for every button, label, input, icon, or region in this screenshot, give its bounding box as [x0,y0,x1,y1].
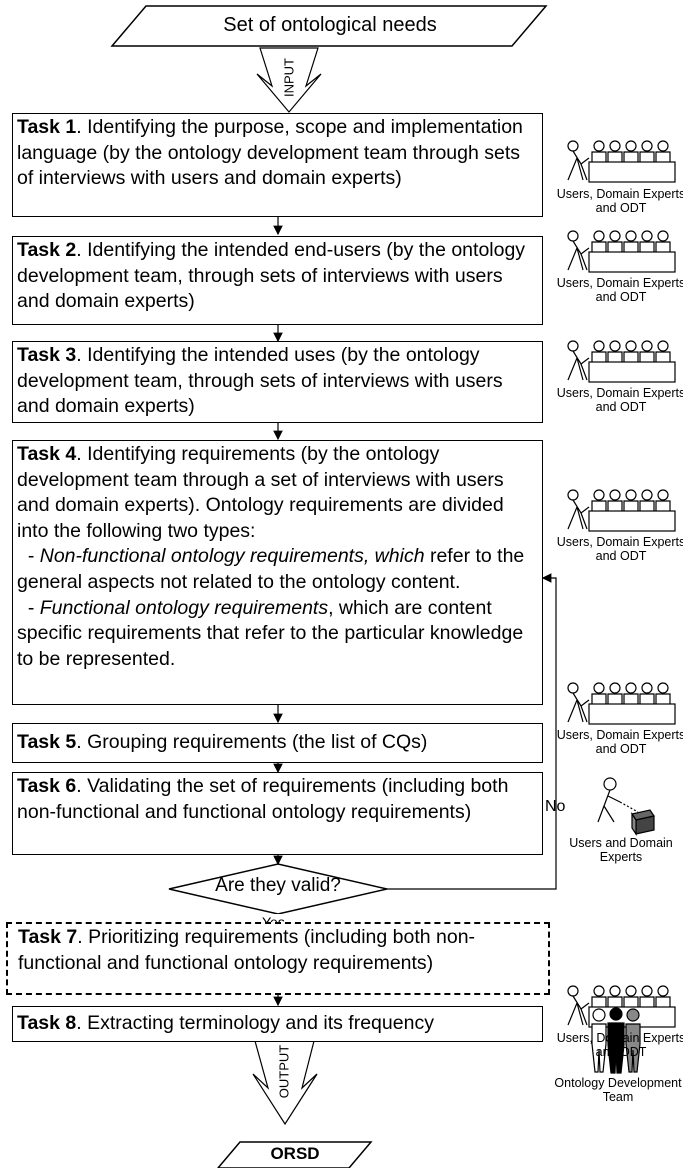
actor-label-task-8: Ontology Development Team [554,1076,682,1104]
input-parallelogram [110,5,548,47]
task-number: Task 5 [17,731,77,753]
task-text: . Identifying the purpose, scope and imp… [17,116,523,189]
task-3-box: Task 3. Identifying the intended uses (b… [12,341,543,423]
task-text: . Grouping requirements (the list of CQs… [76,731,428,753]
actor-label-task-1: Users, Domain Experts and ODT [556,187,683,215]
task-4-box: Task 4. Identifying requirements (by the… [12,440,543,705]
output-arrow [252,1040,318,1126]
task-text: . Validating the set of requirements (in… [17,775,509,823]
team-icon [591,1007,641,1074]
task-number: Task 3 [17,344,77,366]
task-number: Task 7 [18,926,78,948]
actor-label-task-7: Users, Domain Experts and ODT [556,1031,683,1059]
task-6-box: Task 6. Validating the set of requiremen… [12,772,543,855]
task-8-box: Task 8. Extracting terminology and its f… [12,1006,543,1042]
task-text: . Extracting terminology and its frequen… [76,1012,434,1034]
task-1-box: Task 1. Identifying the purpose, scope a… [12,113,543,217]
actor-label-task-2: Users, Domain Experts and ODT [556,276,683,304]
task-number: Task 1 [17,116,77,138]
input-arrow-text: INPUT [281,58,297,97]
actor-label-task-5: Users, Domain Experts and ODT [556,728,683,756]
actor-label-task-3: Users, Domain Experts and ODT [556,386,683,414]
decision-question: Are they valid? [215,875,341,896]
task-2-box: Task 2. Identifying the intended end-use… [12,236,543,325]
task-text: . Identifying the intended end-users (by… [17,239,526,312]
task-number: Task 8 [17,1012,77,1034]
meeting-icon [567,140,676,183]
actor-label-task-6: Users and Domain Experts [569,836,673,864]
task-5-box: Task 5. Grouping requirements (the list … [12,723,543,763]
task-number: Task 4 [17,443,77,465]
task-number: Task 2 [17,239,77,261]
task-text: . Prioritizing requirements (including b… [18,926,476,974]
input-arrow [256,47,322,113]
task-7-box: Task 7. Prioritizing requirements (inclu… [6,922,550,995]
task-text: . Identifying requirements (by the ontol… [17,443,504,542]
task-text: . Identifying the intended uses (by the … [17,344,503,417]
meeting-icon [567,230,676,273]
actor-label-task-4: Users, Domain Experts and ODT [556,535,683,563]
meeting-icon [567,682,676,725]
meeting-icon [567,340,676,383]
output-label: ORSD [270,1144,320,1163]
output-arrow-text: OUTPUT [276,1044,292,1099]
bullet-functional: - Functional ontology requirements, whic… [17,596,524,670]
input-label: Set of ontological needs [223,14,437,36]
meeting-icon [567,489,676,532]
person-with-box-icon [597,777,655,836]
output-parallelogram [217,1141,373,1168]
meeting-icon [567,985,676,1028]
no-label: No [545,798,566,815]
task-number: Task 6 [17,775,77,797]
bullet-non-functional: - Non-functional ontology requirements, … [17,545,525,593]
